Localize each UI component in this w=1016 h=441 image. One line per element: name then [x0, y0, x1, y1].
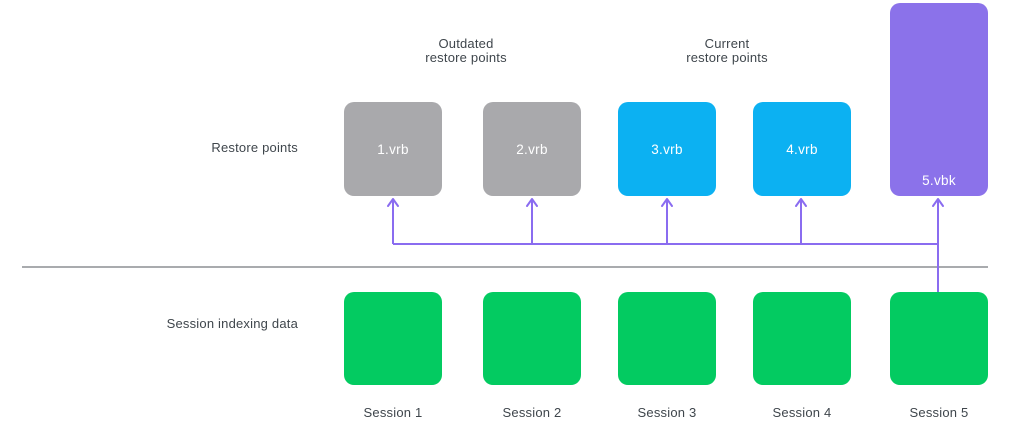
restore-point-box-3: 3.vrb: [618, 102, 716, 196]
arrow-up-icon-3: [661, 198, 673, 207]
arrow-up-icon-5: [932, 198, 944, 207]
restore-point-label-3: 3.vrb: [651, 141, 683, 157]
restore-point-label-4: 4.vrb: [786, 141, 818, 157]
session-box-1: [344, 292, 442, 385]
arrow-up-icon-1: [387, 198, 399, 207]
session-box-5: [890, 292, 988, 385]
session-label-4: Session 4: [772, 405, 832, 420]
outdated-header-line2: restore points: [425, 50, 507, 65]
session-box-3: [618, 292, 716, 385]
restore-points-row-label: Restore points: [211, 140, 298, 155]
session-label-5: Session 5: [909, 405, 969, 420]
arrow-up-icon-2: [526, 198, 538, 207]
section-divider-line: [22, 266, 988, 268]
session-label-2: Session 2: [502, 405, 562, 420]
restore-point-label-1: 1.vrb: [377, 141, 409, 157]
restore-point-box-2: 2.vrb: [483, 102, 581, 196]
session-indexing-row-label: Session indexing data: [166, 316, 298, 331]
arrow-up-icon-4: [795, 198, 807, 207]
restore-point-label-2: 2.vrb: [516, 141, 548, 157]
outdated-header-line1: Outdated: [438, 36, 494, 51]
session-box-4: [753, 292, 851, 385]
current-header-line2: restore points: [686, 50, 768, 65]
current-group-header: Current restore points: [637, 37, 817, 65]
outdated-group-header: Outdated restore points: [376, 37, 556, 65]
restore-point-box-1: 1.vrb: [344, 102, 442, 196]
restore-point-label-5: 5.vbk: [922, 173, 956, 188]
session-label-3: Session 3: [637, 405, 697, 420]
session-box-2: [483, 292, 581, 385]
restore-point-box-5-full-backup: 5.vbk: [890, 3, 988, 196]
session-label-1: Session 1: [363, 405, 423, 420]
current-header-line1: Current: [704, 36, 750, 51]
restore-point-box-4: 4.vrb: [753, 102, 851, 196]
